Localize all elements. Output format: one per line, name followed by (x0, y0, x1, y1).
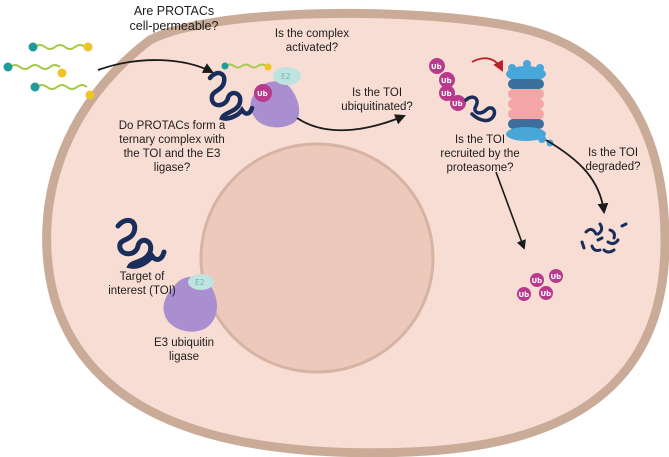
arrow-recycle (495, 171, 526, 250)
protac-molecule-icon (3, 42, 95, 100)
arrow-recruitment (471, 57, 503, 72)
ub-chip-text-free-1: Ub (532, 277, 543, 285)
arrow-degradation (545, 139, 609, 215)
question-recruited: Is the TOI recruited by the proteasome? (440, 134, 520, 174)
ub-chip-text-free-4: Ub (541, 290, 552, 298)
question-activated: Is the complex activated? (274, 28, 350, 54)
protac-in-complex (225, 63, 267, 69)
question-degraded: Is the TOI degraded? (585, 147, 641, 173)
ubiquitin-free-2 (549, 269, 563, 283)
question-ubiquitinated: Is the TOI ubiquitinated? (341, 87, 413, 113)
free-ubiquitin: Ub Ub Ub Ub (517, 269, 563, 301)
ub-chip-text-free-3: Ub (519, 291, 530, 299)
protac-molecule-2 (3, 62, 67, 78)
ub-chip-text-free-2: Ub (551, 273, 562, 281)
ubiquitin-chain-3 (439, 85, 455, 101)
ubiquitin-chain-2 (439, 72, 455, 88)
proteasome-icon (506, 60, 554, 147)
ubiquitin-chain-1 (429, 58, 445, 74)
protac-molecule-3 (30, 82, 95, 100)
protac-molecule-1 (28, 42, 93, 52)
ub-chip-text-complex: Ub (257, 90, 268, 98)
e3-ligase-icon: E2 (163, 274, 218, 332)
ub-chip-text-chain-2: Ub (441, 77, 452, 85)
ubiquitin-free-4 (539, 286, 553, 300)
ub-chip-text-chain-3: Ub (441, 90, 452, 98)
e2-chip-text-complex: E2 (281, 72, 291, 81)
ubiquitin-complex (254, 84, 272, 102)
ubiquitin-chain-4 (450, 95, 466, 111)
ub-chip-text-chain-1: Ub (431, 63, 442, 71)
e2-chip-text-legend: E2 (195, 278, 205, 287)
ubiquitin-free-3 (517, 287, 531, 301)
toi-protein-icon (115, 217, 167, 269)
arrow-ubiquitination (296, 114, 406, 132)
ubiquitin-free-1 (530, 273, 544, 287)
toi-protein-ubiquitinated (464, 95, 497, 123)
question-permeable: Are PROTACs cell-permeable? (129, 4, 219, 33)
ubiquitinated-toi: Ub Ub Ub Ub (429, 58, 497, 123)
degraded-fragments-icon (580, 222, 628, 254)
ub-chip-text-chain-4: Ub (452, 100, 463, 108)
nucleus (199, 142, 435, 374)
toi-protein-complex (207, 70, 255, 121)
question-ternary: Do PROTACs form a ternary complex with t… (118, 120, 226, 174)
e2-enzyme-icon (188, 274, 214, 290)
legend-e3-label: E3 ubiquitin ligase (153, 337, 215, 363)
legend-toi-label: Target of interest (TOI) (108, 271, 176, 297)
arrow-entry (97, 59, 214, 73)
e2-enzyme-complex (273, 67, 301, 85)
ternary-complex: E2 Ub (207, 62, 301, 128)
